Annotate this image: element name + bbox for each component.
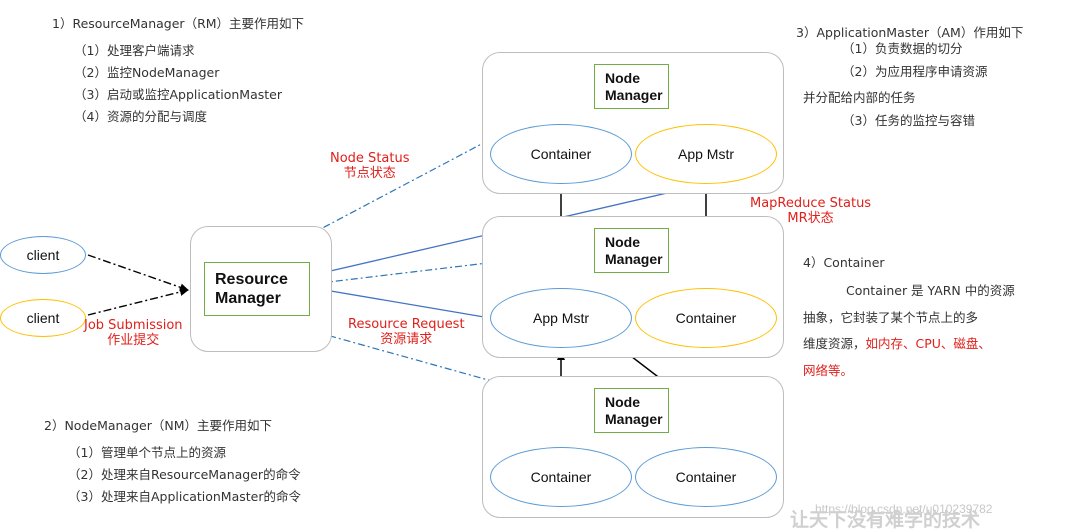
client-label: client xyxy=(26,247,60,263)
am-item: （1）负责数据的切分 xyxy=(842,41,963,56)
resource-request-label: Resource Request 资源请求 xyxy=(348,317,465,347)
app-master-node: App Mstr xyxy=(635,124,777,184)
container-label: Container xyxy=(675,310,737,326)
container-label: Container xyxy=(530,469,592,485)
container-desc-line: Container 是 YARN 中的资源 xyxy=(846,283,1015,298)
app-master-label: App Mstr xyxy=(532,310,589,326)
node-manager-box: Node Manager xyxy=(594,228,669,273)
client-label: client xyxy=(26,310,60,326)
nm-label-line1: Node xyxy=(605,233,640,250)
container-label: Container xyxy=(675,469,737,485)
job-submission-label: Job Submission 作业提交 xyxy=(84,318,183,348)
rm-item: （1）处理客户端请求 xyxy=(74,43,195,58)
container-section-title: 4）Container xyxy=(803,255,885,270)
rm-item: （3）启动或监控ApplicationMaster xyxy=(74,87,282,102)
rm-label-line1: Resource xyxy=(215,271,288,288)
watermark-url: https://blog.csdn.net/u010239782 xyxy=(815,502,993,516)
am-item: （3）任务的监控与容错 xyxy=(842,113,975,128)
app-master-node: App Mstr xyxy=(490,288,632,348)
nm-section-title: 2）NodeManager（NM）主要作用如下 xyxy=(44,418,273,433)
edge-am2-rm xyxy=(312,285,491,319)
node-status-label: Node Status 节点状态 xyxy=(330,151,410,181)
container-desc-red: 如内存、CPU、磁盘、 xyxy=(865,336,991,351)
edge-client2-rm xyxy=(87,288,189,316)
node-status-cn: 节点状态 xyxy=(343,166,396,181)
mr-status-label: MapReduce Status MR状态 xyxy=(750,196,871,226)
job-submission-en: Job Submission xyxy=(84,318,183,333)
mr-status-en: MapReduce Status xyxy=(750,196,872,211)
container-node: Container xyxy=(635,447,777,507)
rm-item: （4）资源的分配与调度 xyxy=(74,109,207,124)
container-node: Container xyxy=(635,288,777,348)
container-desc-black: 维度资源， xyxy=(803,336,866,351)
am-item: 并分配给内部的任务 xyxy=(803,90,916,105)
nm-label-line2: Manager xyxy=(605,86,663,103)
resource-request-cn: 资源请求 xyxy=(380,332,433,347)
nm-item: （1）管理单个节点上的资源 xyxy=(68,445,226,460)
node-status-en: Node Status xyxy=(330,151,410,166)
container-node: Container xyxy=(490,124,632,184)
resource-request-en: Resource Request xyxy=(348,317,465,332)
client-node: client xyxy=(0,236,86,274)
rm-item: （2）监控NodeManager xyxy=(74,65,220,80)
job-submission-cn: 作业提交 xyxy=(107,333,160,348)
am-item: （2）为应用程序申请资源 xyxy=(842,64,988,79)
app-master-label: App Mstr xyxy=(677,146,734,162)
container-node: Container xyxy=(490,447,632,507)
am-section-title: 3）ApplicationMaster（AM）作用如下 xyxy=(796,25,1024,40)
nm-item: （2）处理来自ResourceManager的命令 xyxy=(68,467,301,482)
nm-label-line2: Manager xyxy=(605,250,663,267)
resource-manager-box: Resource Manager xyxy=(204,262,310,316)
rm-section-title: 1）ResourceManager（RM）主要作用如下 xyxy=(52,16,305,31)
nm-label-line2: Manager xyxy=(605,410,663,427)
container-label: Container xyxy=(530,146,592,162)
container-desc-line: 抽象，它封装了某个节点上的多 xyxy=(803,310,979,325)
mr-status-cn: MR状态 xyxy=(787,211,834,226)
nm-item: （3）处理来自ApplicationMaster的命令 xyxy=(68,489,301,504)
node-manager-box: Node Manager xyxy=(594,388,669,433)
container-desc-line: 维度资源，如内存、CPU、磁盘、 xyxy=(803,333,991,352)
watermark-brand: 让天下没有难学的技术 xyxy=(790,510,981,531)
rm-label-line2: Manager xyxy=(215,290,281,307)
nm-label-line1: Node xyxy=(605,393,640,410)
container-desc-red-line: 网络等。 xyxy=(803,363,854,378)
nm-label-line1: Node xyxy=(605,69,640,86)
client-node: client xyxy=(0,299,86,337)
node-manager-box: Node Manager xyxy=(594,64,669,109)
edge-client1-rm xyxy=(87,254,189,292)
